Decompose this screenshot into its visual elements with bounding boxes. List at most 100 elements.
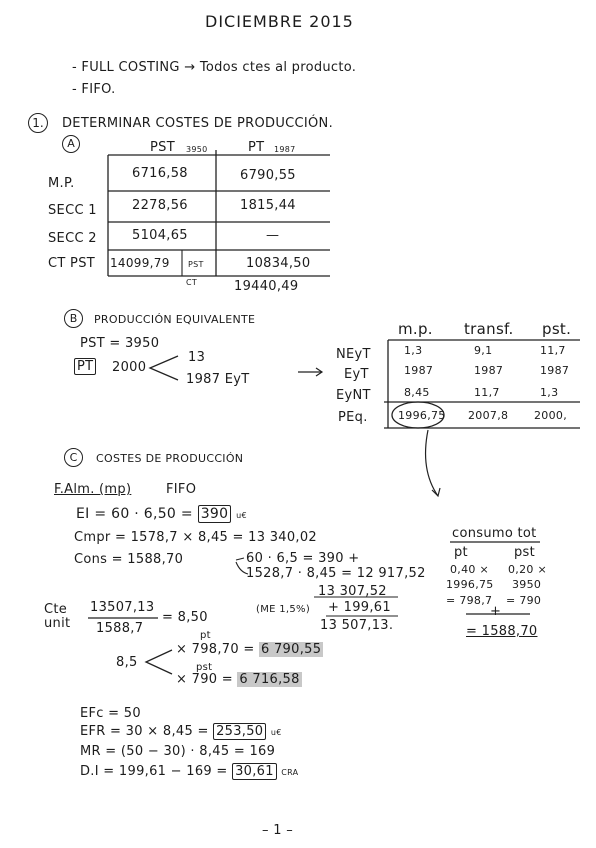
cell-secc1-pt: 1815,44 [240, 198, 296, 213]
tb-header-mp: m.p. [398, 320, 433, 338]
consumo-pst-2: 3950 [512, 578, 542, 591]
pt-split-1: 13 [188, 350, 206, 365]
col-pt-sub: 1987 [274, 145, 296, 154]
cell-mp-pt: 6790,55 [240, 168, 296, 183]
consumo-pt-3: = 798,7 [446, 594, 493, 607]
intro-line-1: - FULL COSTING → Todos ctes al producto. [72, 60, 357, 75]
part-a-marker: A [62, 135, 80, 153]
mult-1: × 798,70 = 6 790,55 [176, 642, 324, 657]
row-label-secc2: SECC 2 [48, 231, 97, 246]
cons-split-b: 1528,7 · 8,45 = 12 917,52 [246, 566, 426, 581]
cell-secc2-pt: — [266, 228, 280, 243]
pst-small: pst [196, 662, 213, 673]
tb-header-transf: transf. [464, 320, 514, 338]
pt-split-2: 1987 EyT [186, 372, 250, 387]
part-c-heading: COSTES DE PRODUCCIÓN [96, 452, 244, 465]
consumo-title: consumo tot [452, 526, 537, 541]
ct-label: CT [186, 278, 198, 287]
consumo-total: = 1588,70 [466, 624, 538, 639]
fraction-denominator: 1588,7 [96, 621, 144, 636]
cell-secc2-pst: 5104,65 [132, 228, 188, 243]
cons-line: Cons = 1588,70 [74, 552, 184, 567]
pt-small: pt [200, 630, 211, 641]
tb-label-eynt: EyNT [336, 388, 371, 403]
di-formula: D.I = 199,61 − 169 = [80, 764, 228, 779]
efc-line: EFc = 50 [80, 706, 141, 721]
di-result: 30,61 [232, 763, 277, 780]
tb-cell: 11,7 [540, 344, 566, 357]
intro-line-2: - FIFO. [72, 82, 116, 97]
tb-header-pst: pst. [542, 320, 572, 338]
cell-ctpst-pst: 14099,79 [110, 256, 170, 270]
di-unit: CRA [281, 768, 299, 777]
tb-cell-peq-mp: 1996,75 [398, 409, 446, 422]
part-b-heading: PRODUCCIÓN EQUIVALENTE [94, 313, 256, 326]
tb-label-eyt: EyT [344, 367, 369, 382]
unit-price: 8,5 [116, 655, 138, 670]
row-label-secc1: SECC 1 [48, 203, 97, 218]
efr-line: EFR = 30 × 8,45 = 253,50 u€ [80, 723, 282, 740]
tb-cell: 1,3 [404, 344, 423, 357]
efr-unit: u€ [270, 728, 282, 737]
mult-2: × 790 = 6 716,58 [176, 672, 302, 687]
ct-total: 19440,49 [234, 279, 299, 294]
tb-cell: 2000, [534, 409, 567, 422]
part-c-marker: C [64, 448, 83, 467]
compr-line: Cmpr = 1578,7 × 8,45 = 13 340,02 [74, 530, 318, 545]
consumo-pst-header: pst [514, 545, 536, 560]
sum-line-2: + 199,61 [328, 600, 391, 615]
page-number: – 1 – [262, 823, 294, 838]
tb-cell: 2007,8 [468, 409, 509, 422]
pt-units: 2000 [112, 360, 147, 375]
tb-cell: 1987 [540, 364, 570, 377]
me-label: (ME 1,5%) [256, 604, 311, 615]
ei-line: EI = 60 · 6,50 = 390 u€ [76, 505, 247, 523]
cell-secc1-pst: 2278,56 [132, 198, 188, 213]
section-heading: DETERMINAR COSTES DE PRODUCCIÓN. [62, 116, 334, 131]
sum-line-1: 13 307,52 [318, 584, 387, 599]
tb-cell: 1987 [474, 364, 504, 377]
tb-cell: 9,1 [474, 344, 493, 357]
cons-split-a: 60 · 6,5 = 390 + [246, 551, 360, 566]
row-label-ctpst: CT PST [48, 256, 95, 271]
page-title: DICIEMBRE 2015 [205, 12, 354, 31]
pst-units: PST = 3950 [80, 336, 160, 351]
consumo-pst-1: 0,20 × [508, 563, 548, 576]
consumo-pt-header: pt [454, 545, 468, 560]
mult-1-formula: × 798,70 = [176, 642, 255, 657]
col-pt-header: PT [248, 140, 265, 155]
efr-formula: EFR = 30 × 8,45 = [80, 724, 209, 739]
tb-cell: 1,3 [540, 386, 559, 399]
section-number: 1. [28, 113, 48, 133]
fifo-label: FIFO [166, 482, 197, 497]
falm-label: F.Alm. (mp) [54, 482, 132, 497]
ei-formula: EI = 60 · 6,50 = [76, 506, 193, 522]
part-b-marker: B [64, 309, 83, 328]
fraction-numerator: 13507,13 [90, 600, 155, 615]
mult-2-formula: × 790 = [176, 672, 233, 687]
unit-label: unit [44, 616, 71, 631]
col-pst-sub: 3950 [186, 145, 208, 154]
tb-cell: 1987 [404, 364, 434, 377]
efr-result: 253,50 [213, 723, 267, 740]
pt-box: PT [74, 358, 97, 375]
tb-cell: 8,45 [404, 386, 430, 399]
fraction-result: = 8,50 [162, 610, 208, 625]
cell-ctpst-pt: 10834,50 [246, 256, 311, 271]
tb-cell: 11,7 [474, 386, 500, 399]
row-label-mp: M.P. [48, 176, 75, 191]
ei-result: 390 [197, 505, 232, 523]
cell-mp-pst: 6716,58 [132, 166, 188, 181]
consumo-pt-2: 1996,75 [446, 578, 494, 591]
tb-label-neyt: NEyT [336, 347, 371, 362]
ei-unit: u€ [236, 511, 247, 520]
mult-1-result: 6 790,55 [258, 642, 324, 657]
cell-ctpst-mid: PST [188, 260, 204, 269]
tb-label-peq: PEq. [338, 410, 368, 425]
col-pst-header: PST [150, 140, 175, 155]
cte-label: Cte [44, 602, 68, 617]
consumo-pst-3: = 790 [506, 594, 542, 607]
sum-line-3: 13 507,13. [320, 618, 394, 633]
mr-line: MR = (50 − 30) · 8,45 = 169 [80, 744, 276, 759]
